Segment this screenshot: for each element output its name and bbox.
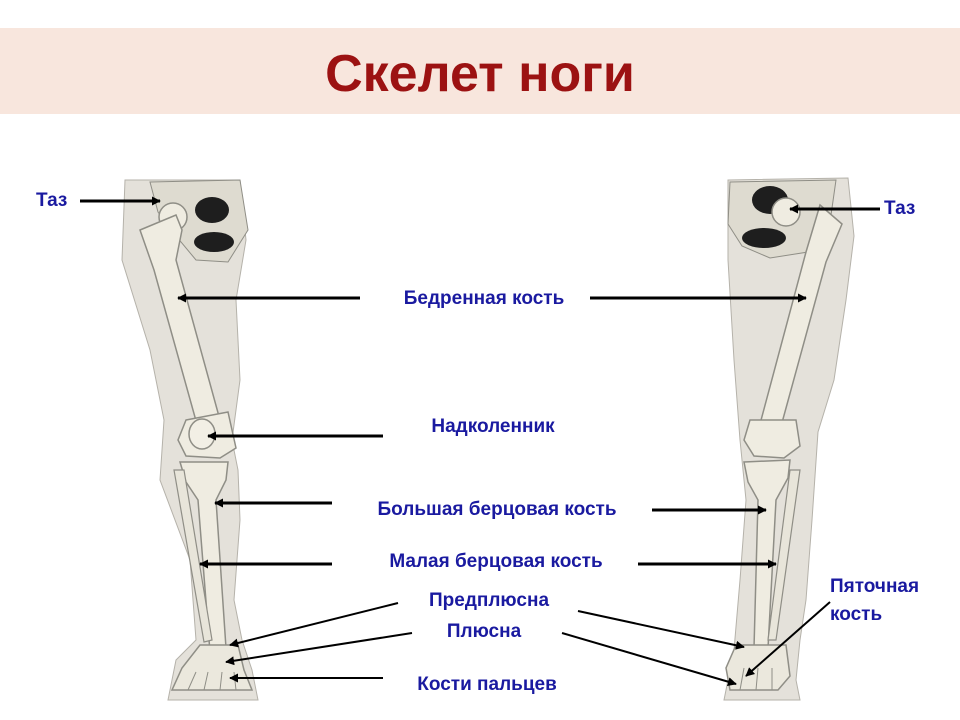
arrow-tarsus-right xyxy=(577,610,745,650)
left-leg xyxy=(121,179,259,701)
arrow-tarsus-left xyxy=(229,602,399,648)
label-calcaneus-line2: кость xyxy=(830,604,883,625)
arrow-calcaneus xyxy=(745,601,831,677)
right-femur xyxy=(743,197,843,459)
right-leg xyxy=(723,177,855,701)
label-phalanges: Кости пальцев xyxy=(417,674,557,695)
page-title: Скелет ноги xyxy=(325,45,635,103)
label-patella: Надколенник xyxy=(431,416,555,437)
left-pelvis xyxy=(149,179,249,263)
label-tibia: Большая берцовая кость xyxy=(377,499,617,520)
label-taz-right: Таз xyxy=(884,198,916,219)
label-fibula: Малая берцовая кость xyxy=(389,551,603,572)
label-calcaneus-line1: Пяточная xyxy=(830,576,920,597)
left-patella xyxy=(188,418,216,450)
title-band xyxy=(0,28,960,114)
label-femur: Бедренная кость xyxy=(403,288,565,309)
label-taz-left: Таз xyxy=(36,190,68,211)
leader-arrows xyxy=(80,196,880,569)
thin-leader-arrows xyxy=(225,601,831,687)
right-fibula xyxy=(767,469,801,641)
arrow-metatarsus-left xyxy=(225,632,413,666)
left-fibula xyxy=(173,469,213,643)
right-foot xyxy=(725,644,791,691)
label-metatarsus: Плюсна xyxy=(446,621,522,642)
arrow-metatarsus-right xyxy=(561,632,737,687)
label-tarsus: Предплюсна xyxy=(428,590,550,611)
